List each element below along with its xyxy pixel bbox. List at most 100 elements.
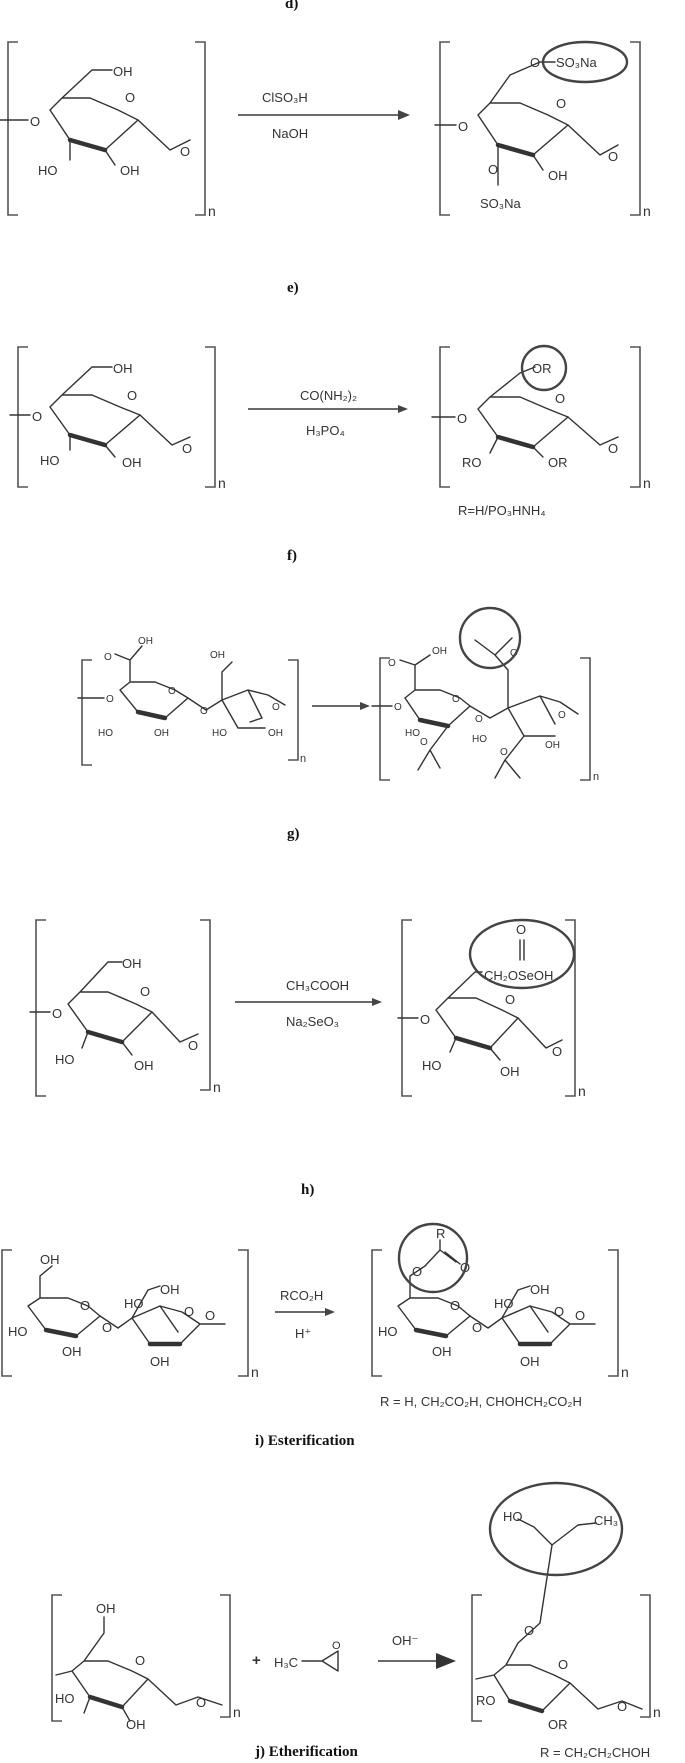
svg-text:HO: HO (40, 453, 60, 468)
svg-text:OR: OR (548, 1717, 568, 1732)
svg-text:CH₂OSeOH: CH₂OSeOH (484, 968, 553, 983)
svg-text:O: O (457, 411, 467, 426)
svg-text:O: O (200, 706, 208, 717)
svg-text:O: O (475, 714, 483, 725)
svg-text:SO₃Na: SO₃Na (480, 196, 521, 211)
svg-text:O: O (452, 694, 460, 705)
scheme-g-selenylation: n O OH O HO OH O CH₃COOH Na₂SeO₃ n O O C… (29, 918, 586, 1099)
svg-text:OH: OH (96, 1601, 116, 1616)
reactant-glucose-unit: n O OH O HO OH O (29, 919, 221, 1097)
svg-text:O: O (272, 702, 280, 713)
reactant-glucose-unit: n O OH O HO OH O (0, 41, 216, 219)
svg-text:HO: HO (38, 163, 58, 178)
svg-text:O: O (500, 747, 508, 758)
svg-text:OH: OH (154, 728, 169, 739)
reaction-arrow: OH⁻ (378, 1633, 456, 1669)
svg-text:H₃C: H₃C (274, 1655, 298, 1670)
svg-text:SO₃Na: SO₃Na (556, 55, 597, 70)
svg-text:O: O (205, 1308, 215, 1323)
scheme-e-phosphorylation: n O OH O HO OH O CO(NH₂)₂ H₃PO₄ n O OR O… (9, 344, 651, 518)
svg-text:O: O (516, 922, 526, 937)
svg-text:OH: OH (138, 636, 153, 647)
panel-label-g: g) (287, 826, 300, 842)
svg-text:O: O (552, 1044, 562, 1059)
svg-text:CH₃: CH₃ (594, 1513, 618, 1528)
svg-text:O: O (608, 441, 618, 456)
svg-text:n: n (208, 203, 216, 219)
svg-text:HO: HO (98, 728, 113, 739)
svg-text:HO: HO (405, 728, 420, 739)
panel-label-j: j) Etherification (255, 1744, 358, 1760)
svg-text:n: n (578, 1083, 586, 1099)
reaction-arrow: CO(NH₂)₂ H₃PO₄ (248, 388, 408, 438)
svg-text:O: O (52, 1006, 62, 1021)
svg-text:O: O (524, 1623, 534, 1638)
svg-text:HO: HO (378, 1324, 398, 1339)
svg-text:OH: OH (268, 728, 283, 739)
panel-label-h: h) (301, 1182, 315, 1198)
reactant-disaccharide-unit: n OH O HO OH O HO OH O OH O (1, 1249, 259, 1380)
svg-text:OH: OH (120, 163, 140, 178)
svg-text:OH: OH (520, 1354, 540, 1369)
svg-text:O: O (555, 391, 565, 406)
svg-text:OH: OH (126, 1717, 146, 1732)
svg-text:O: O (388, 658, 396, 669)
svg-text:R=H/PO₃HNH₄: R=H/PO₃HNH₄ (458, 503, 546, 518)
svg-text:O: O (608, 149, 618, 164)
svg-text:OH: OH (432, 646, 447, 657)
svg-text:n: n (593, 771, 599, 783)
svg-text:O: O (140, 984, 150, 999)
svg-text:O: O (617, 1699, 627, 1714)
svg-text:n: n (233, 1704, 241, 1720)
highlight-circle (520, 344, 568, 392)
svg-text:OH: OH (500, 1064, 520, 1079)
highlight-circle (458, 606, 522, 670)
reaction-arrow: RCO₂H H⁺ (275, 1288, 335, 1341)
svg-text:OH: OH (160, 1282, 180, 1297)
product-ether-unit: n HO CH₃ O O RO OR O R = CH₂CH₂CHOH (471, 1481, 661, 1760)
svg-text:O: O (32, 409, 42, 424)
svg-text:OH⁻: OH⁻ (392, 1633, 418, 1648)
svg-text:O: O (135, 1653, 145, 1668)
svg-text:O: O (472, 1320, 482, 1335)
svg-text:HO: HO (494, 1296, 514, 1311)
svg-text:n: n (251, 1364, 259, 1380)
svg-text:RCO₂H: RCO₂H (280, 1288, 323, 1303)
svg-text:O: O (530, 55, 540, 70)
svg-text:HO: HO (55, 1052, 75, 1067)
svg-text:R = CH₂CH₂CHOH: R = CH₂CH₂CHOH (540, 1745, 650, 1760)
epoxide-reagent: + H₃C O (252, 1640, 341, 1672)
svg-text:O: O (420, 737, 428, 748)
svg-text:HO: HO (503, 1509, 523, 1524)
svg-text:OH: OH (545, 740, 560, 751)
svg-text:O: O (412, 1264, 422, 1279)
svg-text:n: n (621, 1364, 629, 1380)
svg-text:OH: OH (530, 1282, 550, 1297)
svg-text:n: n (213, 1079, 221, 1095)
svg-text:OH: OH (210, 650, 225, 661)
svg-text:CO(NH₂)₂: CO(NH₂)₂ (300, 388, 357, 403)
svg-text:O: O (558, 710, 566, 721)
svg-text:OH: OH (113, 64, 133, 79)
svg-text:ClSO₃H: ClSO₃H (262, 90, 308, 105)
svg-text:O: O (182, 441, 192, 456)
svg-text:O: O (575, 1308, 585, 1323)
svg-text:OH: OH (548, 168, 568, 183)
svg-text:HO: HO (55, 1691, 75, 1706)
svg-text:O: O (104, 652, 112, 663)
svg-text:O: O (196, 1695, 206, 1710)
svg-text:n: n (300, 753, 306, 765)
reactant-glucose-unit: n O OH O HO OH O (9, 346, 226, 491)
scheme-f-acetylation: n O O OH O HO OH O OH HO OH O n O O OH O… (77, 606, 599, 783)
svg-text:n: n (643, 203, 651, 219)
svg-text:NaOH: NaOH (272, 126, 308, 141)
svg-text:O: O (184, 1304, 194, 1319)
svg-text:HO: HO (212, 728, 227, 739)
svg-text:O: O (510, 648, 518, 659)
svg-text:OH: OH (150, 1354, 170, 1369)
highlight-circle (541, 40, 629, 84)
highlight-circle (397, 1222, 469, 1294)
svg-text:O: O (125, 90, 135, 105)
svg-text:HO: HO (472, 734, 487, 745)
reactant-glucose-unit: n OH O HO OH O (51, 1594, 241, 1732)
